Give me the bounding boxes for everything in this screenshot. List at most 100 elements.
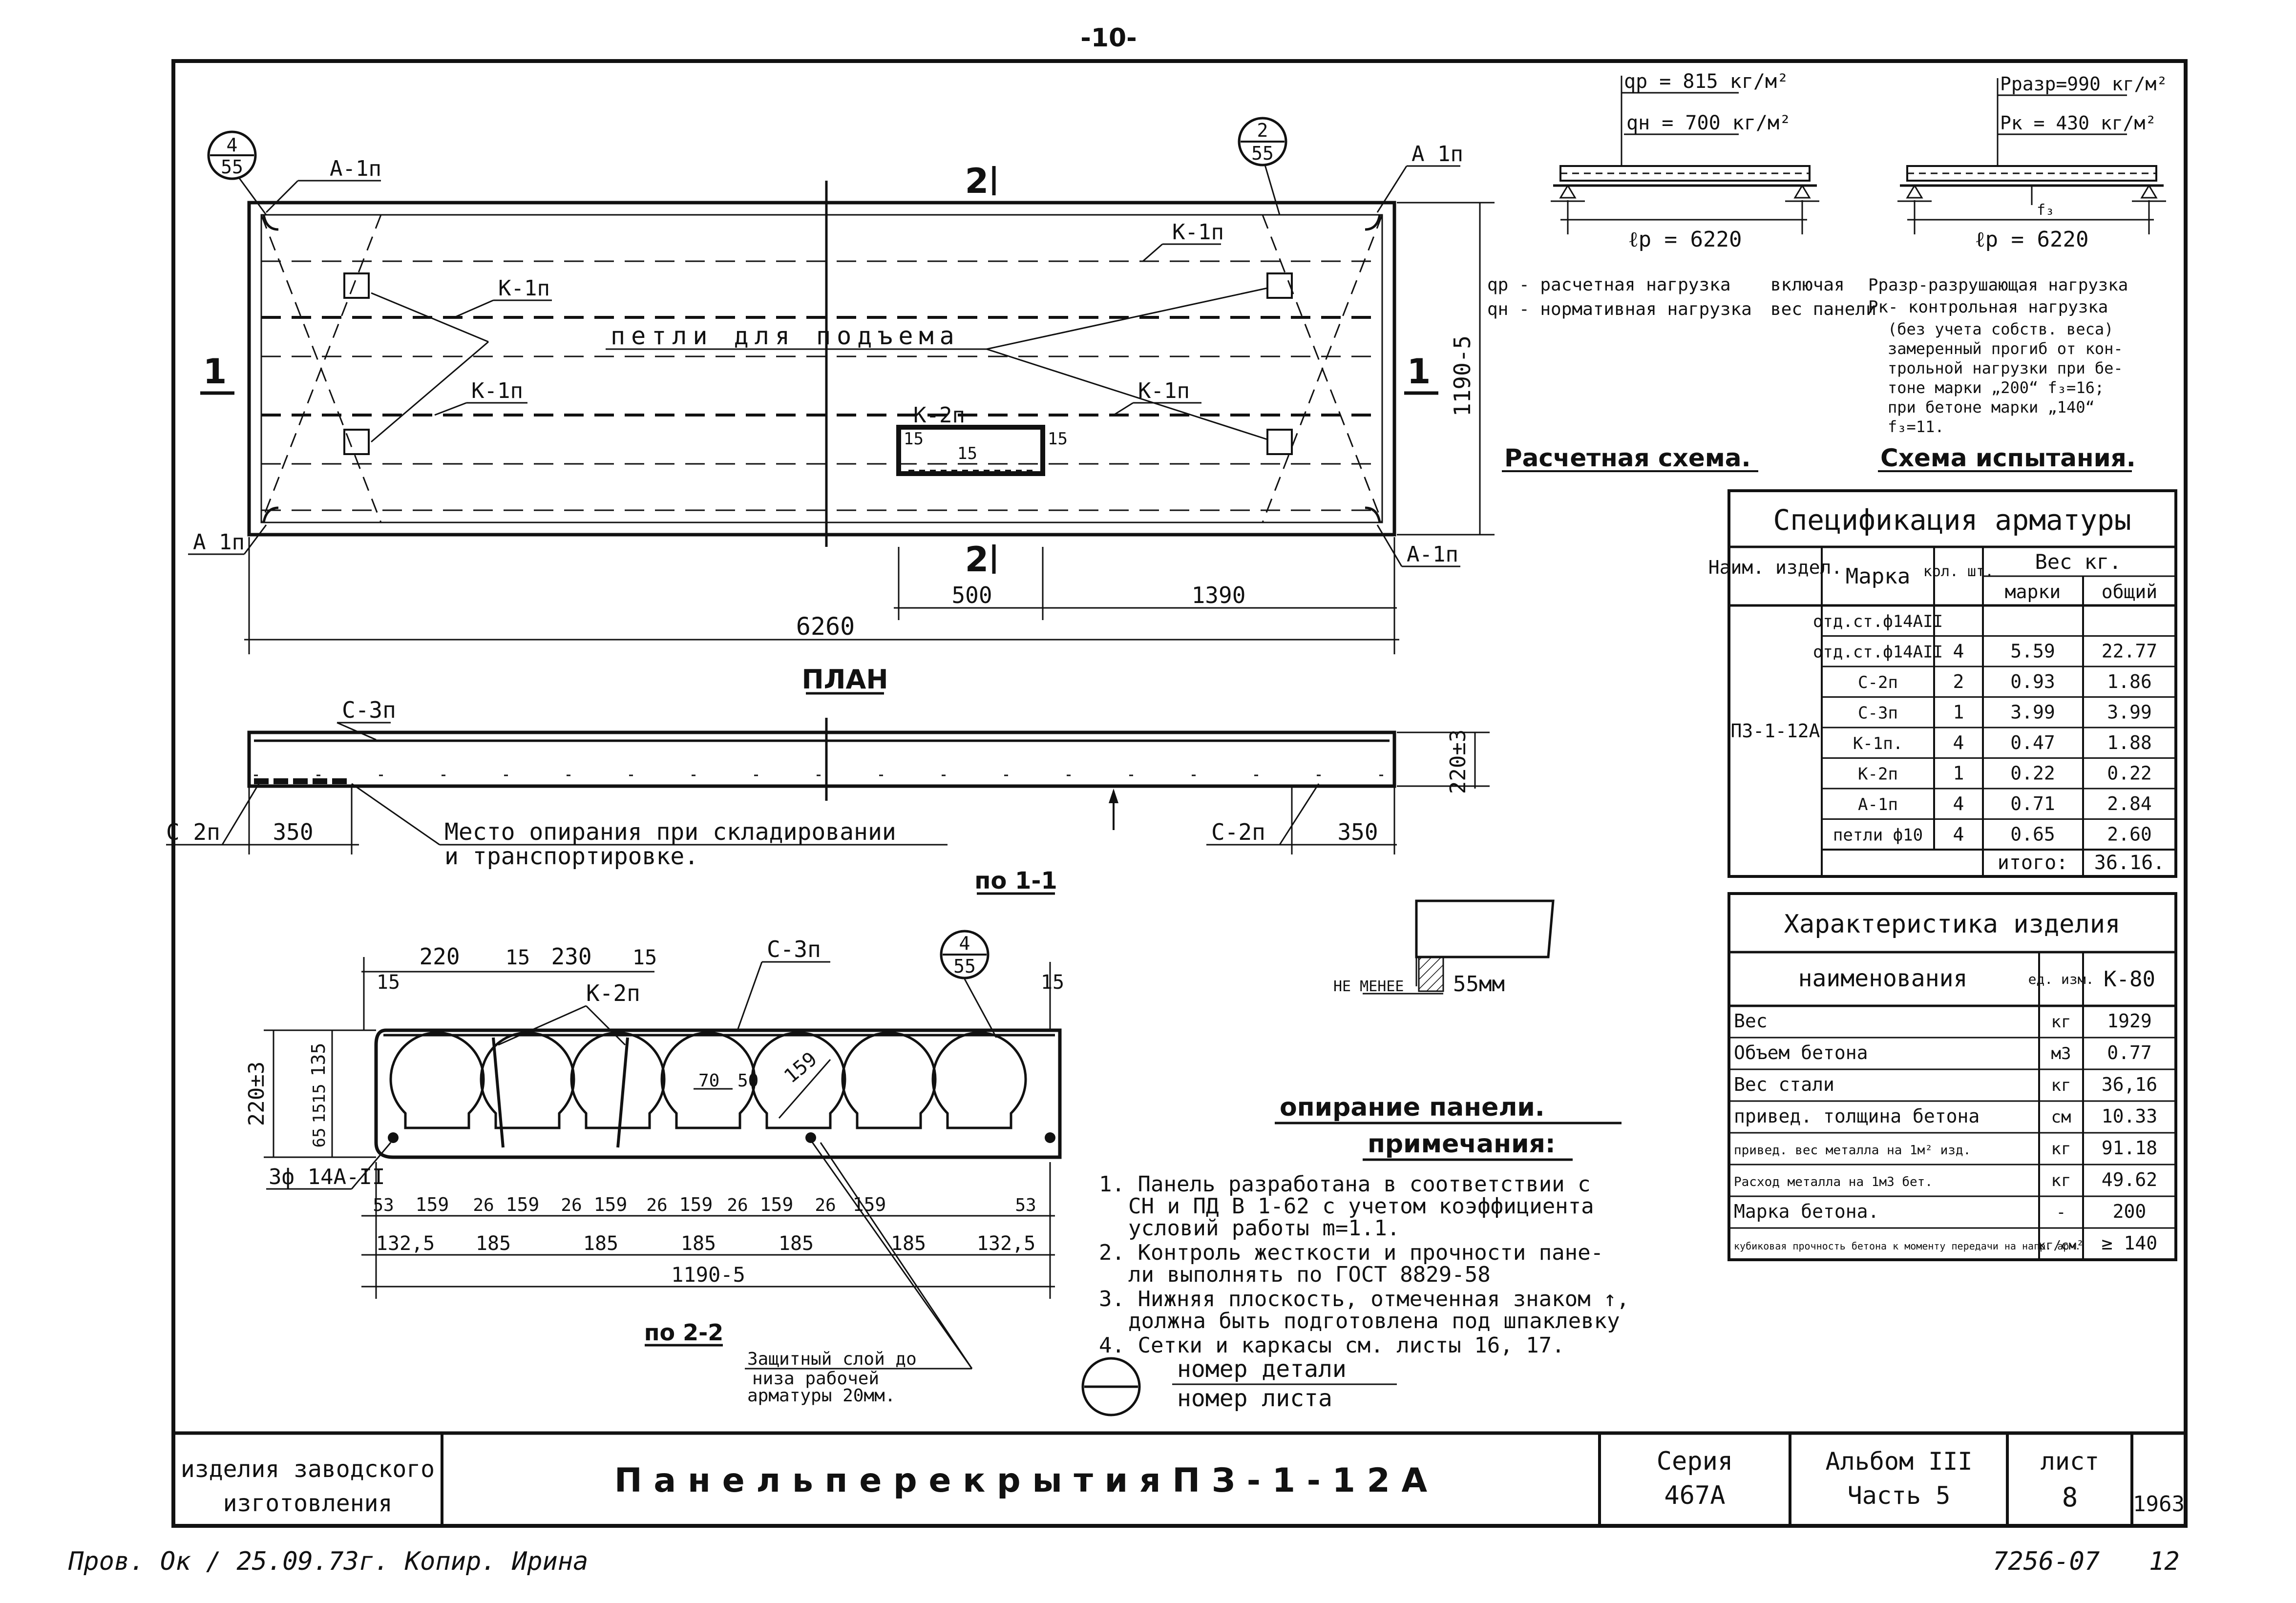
- section-1-title: по 1-1: [974, 867, 1057, 895]
- svg-text:132,5: 132,5: [376, 1232, 435, 1255]
- part-label: Часть 5: [1848, 1481, 1951, 1510]
- char-cell-name: кубиковая прочность бетона к моменту пер…: [1734, 1240, 2081, 1252]
- test-scheme: Pразр=990 кг/м² Pк = 430 кг/м² f₃ ℓp = 6…: [1868, 73, 2168, 472]
- char-cell-value: 200: [2113, 1201, 2147, 1222]
- top-dim-220: 220: [419, 943, 460, 970]
- design-span: ℓp = 6220: [1628, 227, 1742, 252]
- char-cell-unit: см: [2051, 1107, 2071, 1127]
- spec-cell-w2: 3.99: [2107, 701, 2152, 723]
- support-title: опирание панели.: [1280, 1093, 1545, 1122]
- section-1-1: по 1-1 70 50 159 С-3п К-2п: [244, 867, 1064, 1299]
- notes-title: примечания:: [1368, 1129, 1556, 1159]
- sheet-frame: [171, 59, 2188, 1528]
- left-dim-65: 65: [310, 1128, 329, 1148]
- note-line-2: СН и ПД В 1-62 с учетом коэффициента: [1128, 1194, 1594, 1219]
- sheet-label: лист: [2041, 1447, 2099, 1476]
- spec-title: Спецификация арматуры: [1773, 503, 2131, 537]
- note-line-7: должна быть подготовлена под шпаклевку: [1128, 1309, 1620, 1333]
- dim-k2p-15c: 15: [1048, 429, 1068, 449]
- svg-text:132,5: 132,5: [977, 1232, 1035, 1255]
- section-1-k2p: К-2п: [586, 980, 640, 1006]
- side-support-note-1: Место опирания при складировании: [444, 818, 896, 846]
- spec-total-value: 36.16.: [2094, 852, 2165, 874]
- char-cell-unit: м3: [2051, 1044, 2071, 1063]
- char-cell-value: 1929: [2107, 1010, 2152, 1032]
- series-value: 467А: [1664, 1481, 1725, 1510]
- design-legend-2: qн - нормативная нагрузка: [1487, 299, 1752, 319]
- spec-cell-w2: 2.60: [2107, 823, 2152, 845]
- album-label: Альбом III: [1825, 1447, 1972, 1476]
- svg-text:185: 185: [476, 1232, 511, 1255]
- side-dim-350-right: 350: [1337, 819, 1378, 845]
- spec-h-qty: кол. шт.: [1923, 563, 1994, 580]
- spec-h-name: Наим. издел.: [1708, 557, 1843, 578]
- char-cell-value: 36,16: [2102, 1074, 2157, 1095]
- char-h-value: К-80: [2104, 967, 2155, 992]
- spec-cell-qty: 4: [1953, 732, 1964, 753]
- tag-k1p-b: К-1п: [471, 378, 523, 403]
- char-table: Характеристика изделия наименования ед. …: [1727, 892, 2177, 1261]
- spec-cell-qty: 2: [1953, 671, 1964, 692]
- section-mark-1-left: 1: [203, 352, 227, 392]
- svg-text:4: 4: [227, 134, 238, 156]
- spec-cell-w2: 1.88: [2107, 732, 2152, 753]
- section-2-note-1: Защитный слой до: [747, 1349, 917, 1369]
- dim-1390: 1390: [1192, 582, 1246, 608]
- detail-callout-left: 4 55: [207, 130, 267, 215]
- sheet-value: 8: [2062, 1482, 2078, 1513]
- plan-title: ПЛАН: [801, 664, 888, 695]
- title-block-left-1: изделия заводского: [181, 1456, 435, 1483]
- section-1-total: 1190-5: [671, 1263, 745, 1287]
- spec-cell-w1: 0.71: [2010, 793, 2055, 814]
- char-cell-name: привед. толщина бетона: [1734, 1105, 1980, 1127]
- section-mark-2-top: 2: [965, 161, 989, 201]
- top-dim-15b: 15: [632, 945, 657, 969]
- test-note-7: при бетоне марки „140“: [1888, 398, 2095, 416]
- side-c2p-left: С 2п: [166, 819, 220, 845]
- char-cell-name: Вес стали: [1734, 1074, 1834, 1095]
- side-support-note-2: и транспортировке.: [444, 843, 698, 870]
- note-line-3: условий работы m=1.1.: [1128, 1216, 1400, 1241]
- note-line-5: ли выполнять по ГОСТ 8829-58: [1128, 1262, 1491, 1287]
- dim-width: 1190-5: [1449, 335, 1475, 416]
- char-cell-value: 0.77: [2107, 1042, 2152, 1063]
- char-h-unit: ед. изм.: [2028, 971, 2094, 987]
- spec-cell-w1: 0.93: [2010, 671, 2055, 692]
- tag-k1p-a: К-1п: [498, 276, 550, 301]
- test-note-4: замеренный прогиб от кон-: [1888, 339, 2123, 358]
- spec-cell-mark: С-2п: [1858, 673, 1898, 692]
- side-dim-height: 220±3: [1446, 729, 1471, 794]
- char-cell-value: 91.18: [2102, 1137, 2157, 1159]
- test-title: Схема испытания.: [1880, 444, 2136, 472]
- char-cell-value: 10.33: [2102, 1105, 2157, 1127]
- spec-cell-w1: 0.47: [2010, 732, 2055, 753]
- test-fz: f₃: [2037, 202, 2054, 219]
- svg-text:53: 53: [373, 1195, 394, 1215]
- svg-text:159: 159: [416, 1194, 449, 1215]
- plan-view: 2 2 1 1 А-1п А 1п А 1п А-1п К-1п К-1п К-…: [188, 117, 1495, 695]
- tag-a1p-bottom-left: А 1п: [193, 530, 245, 555]
- tag-k1p-top: К-1п: [1172, 220, 1224, 245]
- spec-cell-mark: А-1п: [1858, 795, 1898, 814]
- svg-text:185: 185: [583, 1232, 618, 1255]
- spec-h-mark: Марка: [1846, 564, 1910, 589]
- spec-cell-w2: 2.84: [2107, 793, 2152, 814]
- legend-bottom: номер листа: [1177, 1385, 1332, 1412]
- test-note-3: (без учета собств. веса): [1888, 320, 2113, 338]
- section-2-note-2: низа рабочей: [752, 1369, 879, 1389]
- note-line-8: 4. Сетки и каркасы см. листы 16, 17.: [1099, 1333, 1565, 1358]
- dim-k2p-15a: 15: [904, 429, 924, 449]
- top-dim-230: 230: [551, 943, 591, 970]
- svg-text:26: 26: [646, 1195, 667, 1215]
- spec-cell-mark: К-1п.: [1853, 734, 1903, 753]
- tag-k1p-c: К-1п: [1138, 378, 1190, 403]
- svg-text:26: 26: [561, 1195, 582, 1215]
- title-block-left-2: изготовления: [223, 1490, 393, 1517]
- title-block: изделия заводского изготовления П а н е …: [173, 1431, 2186, 1526]
- legend: номер детали номер листа: [1081, 1355, 1397, 1416]
- svg-text:159: 159: [760, 1194, 794, 1215]
- spec-cell-mark: К-2п: [1858, 764, 1898, 784]
- svg-text:55: 55: [953, 956, 976, 977]
- page-number: -10-: [1080, 23, 1137, 53]
- tag-k2p: К-2п: [913, 403, 965, 428]
